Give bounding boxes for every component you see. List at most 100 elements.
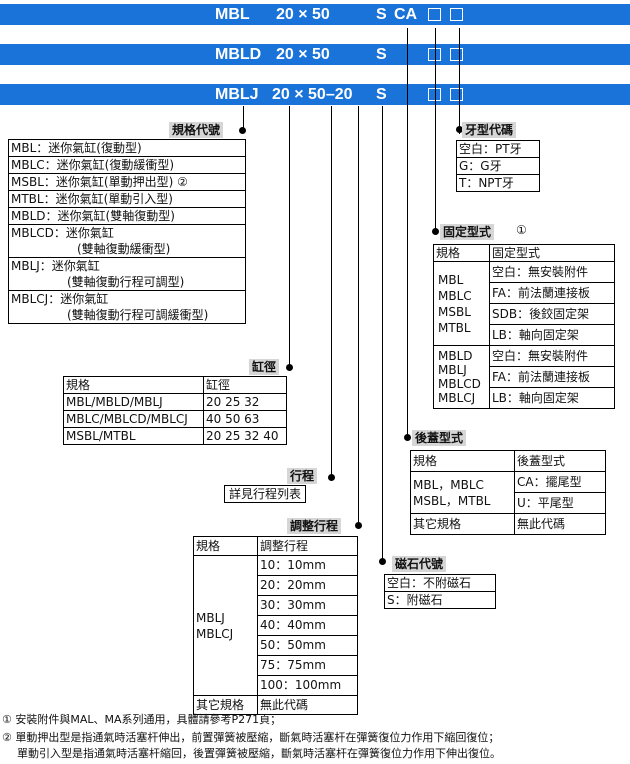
mount-head-type: 固定型式 — [489, 244, 615, 262]
model-name: MBLD — [215, 46, 262, 63]
adjust-label: 調整行程 — [287, 518, 342, 534]
bore-values: 20 25 32 40 — [203, 427, 287, 445]
mount-option: LB：軸向固定架 — [489, 324, 615, 346]
bore-leader — [289, 106, 290, 368]
magnet-leader — [382, 106, 383, 562]
model-s: S — [376, 6, 387, 23]
mount-models-1: MBL MBLC MSBL MTBL — [433, 261, 490, 346]
series-dot — [239, 127, 246, 134]
rear-table: 規格 後蓋型式 MBL，MBLC MSBL，MTBL CA：擺尾型 U：平尾型 … — [410, 450, 606, 535]
note-2: ② 單動押出型是指通氣時活塞杆伸出，前置彈簧被壓縮，斷氣時活塞杆在彈簧復位力作用… — [2, 731, 500, 744]
bore-values: 40 50 63 — [203, 410, 287, 428]
series-label: 規格代號 — [169, 122, 224, 138]
adjust-option: 40：40mm — [257, 615, 358, 636]
rear-option: U：平尾型 — [514, 492, 606, 514]
model-s: S — [376, 46, 387, 63]
mount-option: FA：前法蘭連接板 — [489, 366, 615, 388]
thread-item: T：NPT牙 — [456, 174, 540, 192]
series-item: MTBL：迷你氣缸(單動引入型) — [8, 190, 246, 208]
note-1: ① 安裝附件與MAL、MA系列通用，具體請參考P271頁； — [2, 713, 282, 726]
thread-leader — [459, 28, 460, 134]
series-item: MBL：迷你氣缸(復動型) — [8, 139, 246, 157]
bore-spec: MBL/MBLD/MBLJ — [63, 393, 204, 411]
series-item: MBLCD：迷你氣缸 (雙軸復動緩衝型) — [8, 224, 246, 258]
magnet-dot — [379, 558, 386, 565]
rear-models: MBL，MBLC MSBL，MTBL — [410, 471, 515, 514]
thread-table: 空白：PT牙 G：G牙 T：NPT牙 — [456, 140, 540, 192]
mount-ref: ① — [516, 223, 527, 237]
thread-box — [428, 48, 441, 61]
mount-option: LB：軸向固定架 — [489, 387, 615, 409]
series-item: MBLJ：迷你氣缸 (雙軸復動行程可調型) — [8, 257, 246, 291]
mount-box — [450, 88, 463, 101]
model-size: 20 × 50 — [276, 46, 330, 63]
series-table: MBL：迷你氣缸(復動型) MBLC：迷你氣缸(復動緩衝型) MSBL：迷你氣缸… — [8, 139, 246, 324]
thread-box — [428, 88, 441, 101]
magnet-item: S：附磁石 — [384, 591, 496, 609]
thread-item: 空白：PT牙 — [456, 140, 540, 158]
series-leader — [243, 106, 244, 130]
thread-label: 牙型代碼 — [462, 122, 517, 138]
thread-dot — [456, 126, 463, 133]
rear-leader — [407, 28, 408, 440]
adjust-option: 10：10mm — [257, 555, 358, 576]
rear-other-spec: 其它規格 — [410, 513, 515, 535]
mount-label: 固定型式 — [440, 224, 495, 240]
model-size: 20 × 50 — [276, 6, 330, 23]
series-item: MBLC：迷你氣缸(復動緩衝型) — [8, 156, 246, 174]
adjust-head-adj: 調整行程 — [257, 536, 358, 556]
adjust-option: 100：100mm — [257, 675, 358, 696]
adjust-dot — [355, 522, 362, 529]
mount-box — [450, 48, 463, 61]
adjust-table: 規格 調整行程 MBLJ MBLCJ 10：10mm 20：20mm 30：30… — [193, 536, 358, 715]
model-bar-1: MBL 20 × 50 S CA — [0, 4, 630, 25]
stroke-table: 詳見行程列表 — [223, 485, 307, 503]
model-bar-3: MBLJ 20 × 50–20 S — [0, 84, 630, 105]
bore-values: 20 25 32 — [203, 393, 287, 411]
adjust-option: 30：30mm — [257, 595, 358, 616]
magnet-label: 磁石代號 — [392, 556, 447, 572]
series-item: MBLCJ：迷你氣缸 (雙軸復動行程可調緩衝型) — [8, 290, 246, 324]
stroke-text: 詳見行程列表 — [223, 485, 307, 503]
mount-option: FA：前法蘭連接板 — [489, 282, 615, 304]
adjust-other-spec: 其它規格 — [193, 695, 258, 715]
stroke-dot — [328, 474, 335, 481]
bore-spec: MBLC/MBLCD/MBLCJ — [63, 410, 204, 428]
mount-models-2: MBLD MBLJ MBLCD MBLCJ — [433, 345, 490, 409]
mount-option: 空白：無安裝附件 — [489, 345, 615, 367]
magnet-item: 空白：不附磁石 — [384, 574, 496, 592]
bore-head-bore: 缸徑 — [203, 376, 287, 394]
adjust-models: MBLJ MBLCJ — [193, 555, 258, 696]
model-s: S — [376, 86, 387, 103]
rear-other-val: 無此代碼 — [514, 513, 606, 535]
series-item: MBLD：迷你氣缸(雙軸復動型) — [8, 207, 246, 225]
bore-head-spec: 規格 — [63, 376, 204, 394]
adjust-option: 75：75mm — [257, 655, 358, 676]
rear-label: 後蓋型式 — [412, 430, 467, 446]
adjust-option: 20：20mm — [257, 575, 358, 596]
model-ca: CA — [394, 6, 418, 23]
rear-head-spec: 規格 — [410, 450, 515, 472]
model-name: MBL — [215, 6, 250, 23]
adjust-option: 50：50mm — [257, 635, 358, 656]
mount-option: SDB：後鉸固定架 — [489, 303, 615, 325]
adjust-head-spec: 規格 — [193, 536, 258, 556]
model-name: MBLJ — [215, 86, 259, 103]
stroke-leader — [331, 106, 332, 478]
bore-spec: MSBL/MTBL — [63, 427, 204, 445]
magnet-table: 空白：不附磁石 S：附磁石 — [384, 574, 496, 609]
model-bar-2: MBLD 20 × 50 S — [0, 44, 630, 65]
series-item: MSBL：迷你氣缸(單動押出型) ② — [8, 173, 246, 191]
rear-option: CA：擺尾型 — [514, 471, 606, 493]
mount-option: 空白：無安裝附件 — [489, 261, 615, 283]
adjust-other-val: 無此代碼 — [257, 695, 358, 715]
model-size: 20 × 50–20 — [272, 86, 353, 103]
mount-leader — [435, 28, 436, 232]
adjust-leader — [358, 106, 359, 526]
thread-item: G：G牙 — [456, 157, 540, 175]
rear-head-type: 後蓋型式 — [514, 450, 606, 472]
mount-box — [450, 8, 463, 21]
mount-head-spec: 規格 — [433, 244, 490, 262]
stroke-label: 行程 — [287, 468, 318, 484]
mount-table: 規格 固定型式 MBL MBLC MSBL MTBL 空白：無安裝附件 FA：前… — [433, 244, 615, 409]
